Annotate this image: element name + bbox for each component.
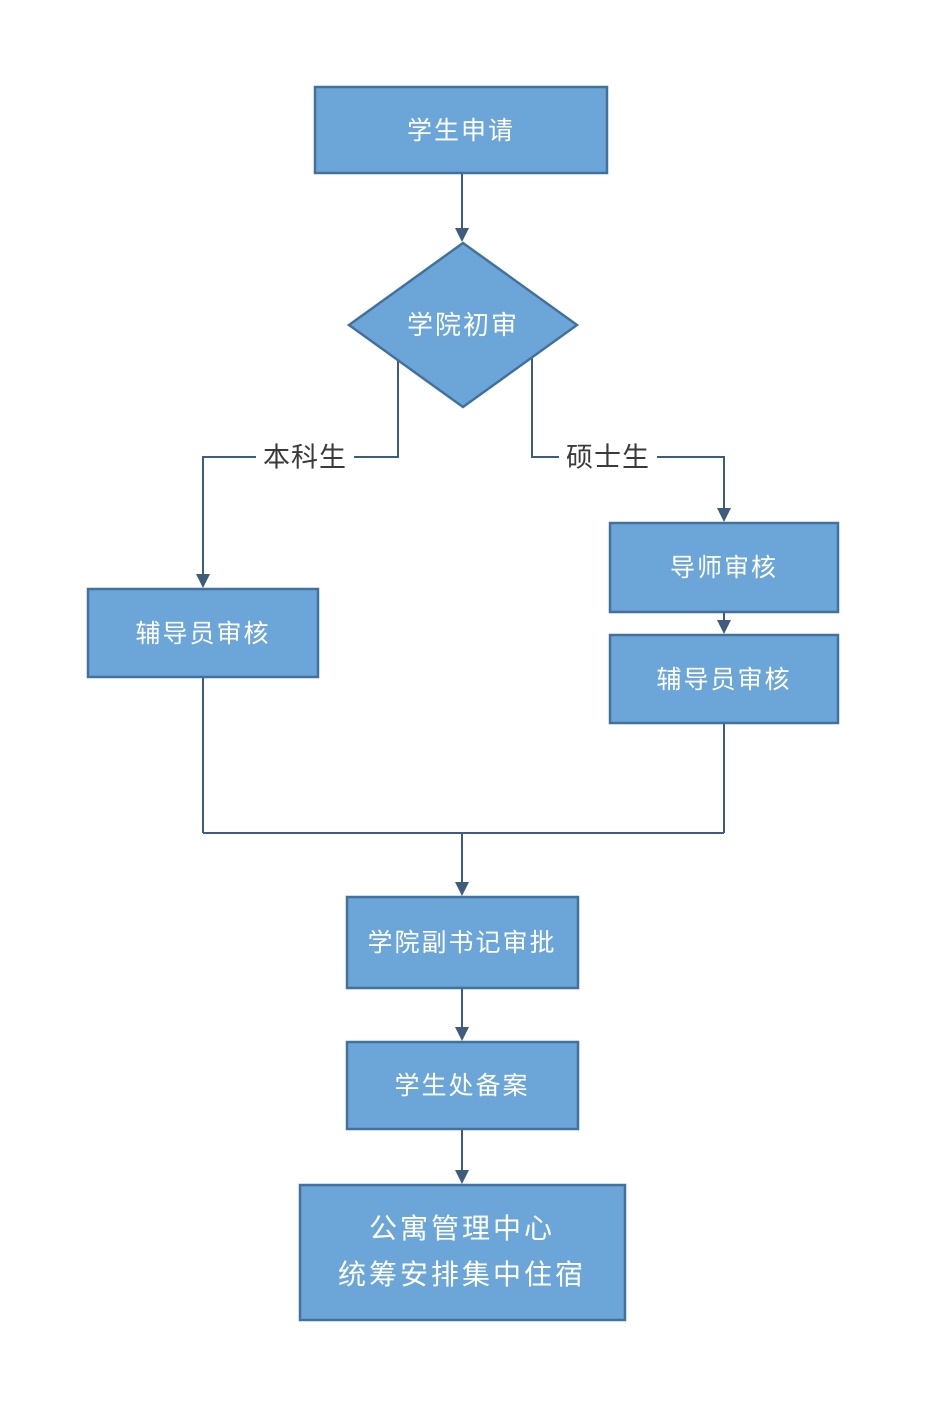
node-shapes	[86, 85, 840, 1322]
arrowhead-into-affairs	[455, 1027, 469, 1041]
arrowheads	[196, 228, 731, 1184]
node-apartment-center	[298, 1183, 627, 1322]
arrowhead-into-deputy	[455, 882, 469, 896]
node-counselor-review-left	[86, 587, 320, 679]
node-label-counselor-left: 辅导员审核	[135, 620, 270, 648]
node-label-student-apply: 学生申请	[407, 117, 515, 145]
node-supervisor-review	[608, 521, 840, 614]
arrowhead-into-diamond	[455, 228, 469, 242]
node-label-counselor-right: 辅导员审核	[656, 666, 791, 694]
branch-label-undergraduate: 本科生	[263, 442, 347, 472]
node-labels: 学生申请 学院初审 辅导员审核 导师审核 辅导员审核 学院副书记审批 学生处备案…	[135, 117, 791, 1290]
node-label-deputy-secretary: 学院副书记审批	[367, 929, 556, 957]
node-deputy-secretary-approval	[345, 895, 580, 990]
node-label-apartment-line1: 公寓管理中心	[369, 1213, 555, 1244]
arrowhead-into-supervisor	[717, 508, 731, 522]
arrowhead-into-counselor-left	[196, 574, 210, 588]
branch-label-masks	[256, 440, 657, 474]
node-student-affairs-record	[345, 1040, 580, 1131]
node-college-review-diamond	[346, 241, 580, 409]
branch-label-mask-undergraduate	[256, 440, 354, 474]
node-label-supervisor: 导师审核	[670, 554, 778, 582]
node-label-college-review: 学院初审	[407, 310, 519, 340]
branch-label-mask-master	[559, 440, 657, 474]
branch-label-master: 硕士生	[566, 442, 650, 472]
node-counselor-review-right	[608, 633, 840, 725]
node-label-apartment-line2: 统筹安排集中住宿	[338, 1259, 586, 1290]
arrowhead-into-counselor-right	[717, 620, 731, 634]
arrowhead-into-apartment	[455, 1170, 469, 1184]
connector-review-to-supervisor	[531, 350, 725, 510]
node-student-apply	[313, 85, 609, 175]
node-shapes-bordered	[86, 85, 840, 1322]
branch-labels: 本科生 硕士生	[263, 442, 650, 472]
node-label-student-affairs: 学生处备案	[394, 1072, 529, 1100]
